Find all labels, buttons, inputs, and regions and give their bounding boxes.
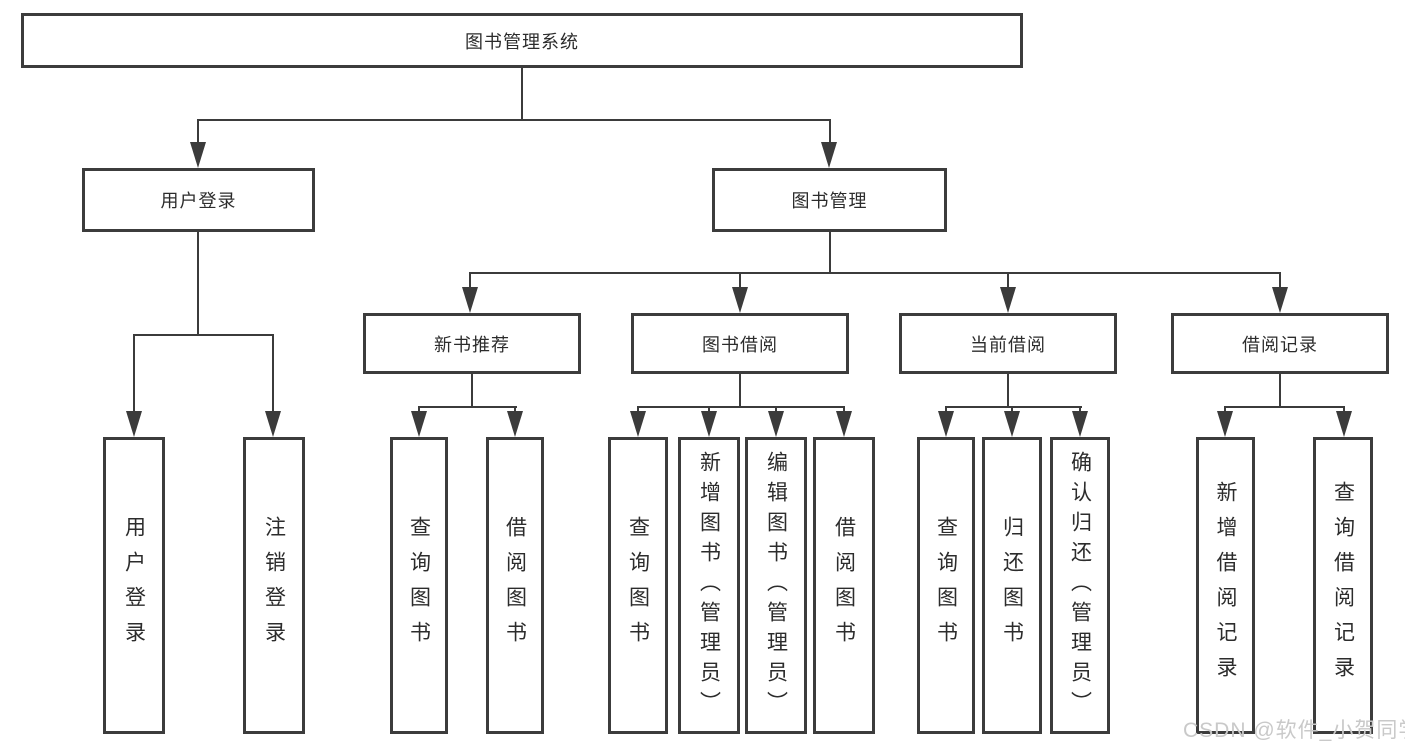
arrowhead-icon [1004, 411, 1020, 437]
node-label: 确认归还（管理员） [1068, 450, 1092, 721]
connector-root-bar [197, 119, 831, 121]
arrowhead-icon [732, 287, 748, 313]
connector-drop [843, 406, 845, 415]
connector-groupD-bar [1224, 406, 1345, 408]
arrowhead-icon [411, 411, 427, 437]
connector-user-login-bar [133, 334, 274, 336]
connector-drop-new-book [469, 272, 471, 289]
node-label: 图书管理系统 [465, 31, 579, 52]
leaf-query-books-recommend: 查询图书 [390, 437, 448, 734]
connector-drop [418, 406, 420, 415]
node-book-management: 图书管理 [712, 168, 947, 232]
connector-drop-current-borrow [1007, 272, 1009, 289]
connector-drop [1011, 406, 1013, 415]
leaf-borrow-books: 借阅图书 [813, 437, 875, 734]
node-label: 查询图书 [407, 515, 431, 656]
connector-drop [637, 406, 639, 415]
connector-groupB-stem [739, 374, 741, 408]
connector-book-mgmt-stem [829, 232, 831, 274]
connector-drop-logout [272, 334, 274, 415]
arrowhead-icon [701, 411, 717, 437]
connector-groupC-stem [1007, 374, 1009, 408]
node-label: 当前借阅 [970, 334, 1046, 355]
connector-drop [945, 406, 947, 415]
arrowhead-icon [507, 411, 523, 437]
arrowhead-icon [836, 411, 852, 437]
node-label: 新增借阅记录 [1214, 480, 1237, 691]
arrowhead-icon [1272, 287, 1288, 313]
node-label: 借阅图书 [503, 515, 527, 656]
arrowhead-icon [821, 142, 837, 168]
node-user-login: 用户登录 [82, 168, 315, 232]
connector-drop [1079, 406, 1081, 415]
connector-drop [1343, 406, 1345, 415]
leaf-query-books-current: 查询图书 [917, 437, 975, 734]
node-label: 新书推荐 [434, 334, 510, 355]
connector-groupC-bar [945, 406, 1082, 408]
connector-drop [775, 406, 777, 415]
node-label: 图书借阅 [702, 334, 778, 355]
leaf-return-books: 归还图书 [982, 437, 1042, 734]
connector-root-stem [521, 68, 523, 121]
connector-drop-book-borrow [739, 272, 741, 289]
arrowhead-icon [1072, 411, 1088, 437]
arrowhead-icon [126, 411, 142, 437]
connector-drop-user-login [197, 119, 199, 146]
connector-drop-login [133, 334, 135, 415]
arrowhead-icon [265, 411, 281, 437]
node-label: 查询图书 [934, 515, 958, 656]
arrowhead-icon [190, 142, 206, 168]
leaf-edit-books-admin: 编辑图书（管理员） [745, 437, 807, 734]
connector-groupA-stem [471, 374, 473, 408]
node-label: 查询图书 [626, 515, 650, 656]
connector-drop [1224, 406, 1226, 415]
connector-book-mgmt-bar [469, 272, 1281, 274]
leaf-add-books-admin: 新增图书（管理员） [678, 437, 740, 734]
connector-drop-borrow-records [1279, 272, 1281, 289]
node-label: 新增图书（管理员） [697, 450, 721, 721]
node-borrow-records: 借阅记录 [1171, 313, 1389, 374]
arrowhead-icon [1217, 411, 1233, 437]
connector-user-login-stem [197, 232, 199, 336]
leaf-user-login: 用户登录 [103, 437, 165, 734]
arrowhead-icon [1336, 411, 1352, 437]
csdn-watermark: CSDN @软件_小贺同学 [1183, 719, 1405, 742]
node-label: 查询借阅记录 [1331, 480, 1355, 691]
arrowhead-icon [462, 287, 478, 313]
connector-groupD-stem [1279, 374, 1281, 408]
node-label: 借阅记录 [1242, 334, 1318, 355]
node-new-book-recommend: 新书推荐 [363, 313, 581, 374]
connector-groupB-bar [637, 406, 845, 408]
leaf-query-books-borrow: 查询图书 [608, 437, 668, 734]
node-label: 图书管理 [791, 191, 868, 211]
connector-drop [514, 406, 516, 415]
node-label: 用户登录 [122, 515, 146, 656]
leaf-add-borrow-record: 新增借阅记录 [1196, 437, 1255, 734]
leaf-logout: 注销登录 [243, 437, 305, 734]
node-current-borrow: 当前借阅 [899, 313, 1117, 374]
node-label: 编辑图书（管理员） [764, 450, 788, 721]
leaf-borrow-books-recommend: 借阅图书 [486, 437, 544, 734]
leaf-query-borrow-record: 查询借阅记录 [1313, 437, 1373, 734]
node-label: 归还图书 [1000, 515, 1024, 656]
arrowhead-icon [938, 411, 954, 437]
connector-drop [708, 406, 710, 415]
arrowhead-icon [630, 411, 646, 437]
node-label: 用户登录 [160, 191, 237, 211]
arrowhead-icon [1000, 287, 1016, 313]
node-label: 注销登录 [262, 515, 286, 656]
arrowhead-icon [768, 411, 784, 437]
node-book-borrow: 图书借阅 [631, 313, 849, 374]
connector-drop-book-mgmt [829, 119, 831, 146]
connector-groupA-bar [418, 406, 517, 408]
node-library-management-system: 图书管理系统 [21, 13, 1023, 68]
leaf-confirm-return-admin: 确认归还（管理员） [1050, 437, 1110, 734]
node-label: 借阅图书 [832, 515, 856, 656]
